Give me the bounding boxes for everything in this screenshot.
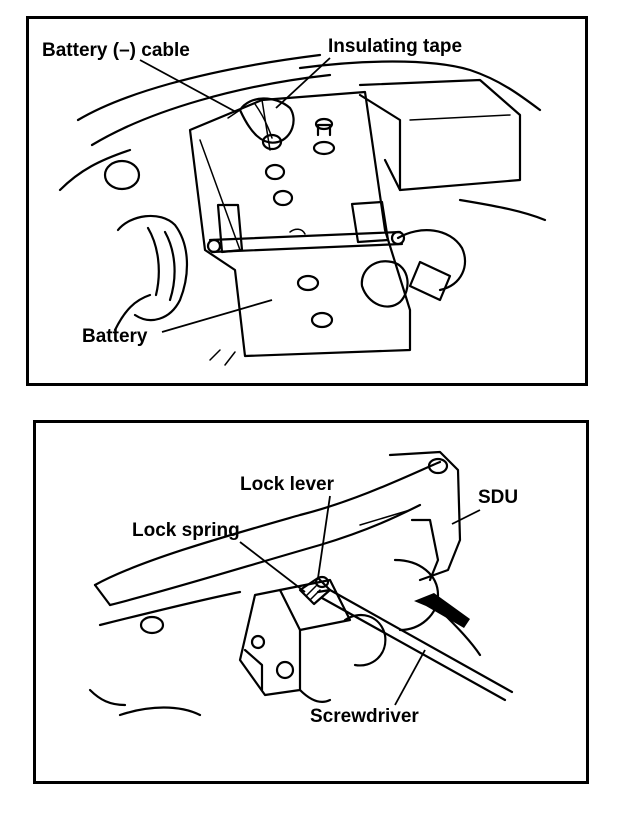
leader-lock-lever: [317, 495, 331, 579]
leader-battery: [161, 299, 273, 333]
label-insulating-tape: Insulating tape: [328, 36, 462, 57]
label-battery: Battery: [82, 326, 148, 347]
label-lock-lever: Lock lever: [240, 474, 335, 495]
leader-lock-spring: [239, 541, 306, 593]
label-battery-neg-cable: Battery (–) cable: [42, 40, 190, 61]
label-sdu: SDU: [478, 487, 518, 508]
leader-sdu: [451, 509, 481, 525]
battery-illustration: [58, 53, 547, 366]
label-screwdriver: Screwdriver: [310, 706, 419, 727]
leader-battery-neg-cable: [139, 59, 237, 113]
leader-screwdriver: [394, 649, 426, 706]
leader-insulating-tape: [275, 57, 331, 109]
sdu-illustration: [88, 450, 514, 717]
label-lock-spring: Lock spring: [132, 520, 240, 541]
